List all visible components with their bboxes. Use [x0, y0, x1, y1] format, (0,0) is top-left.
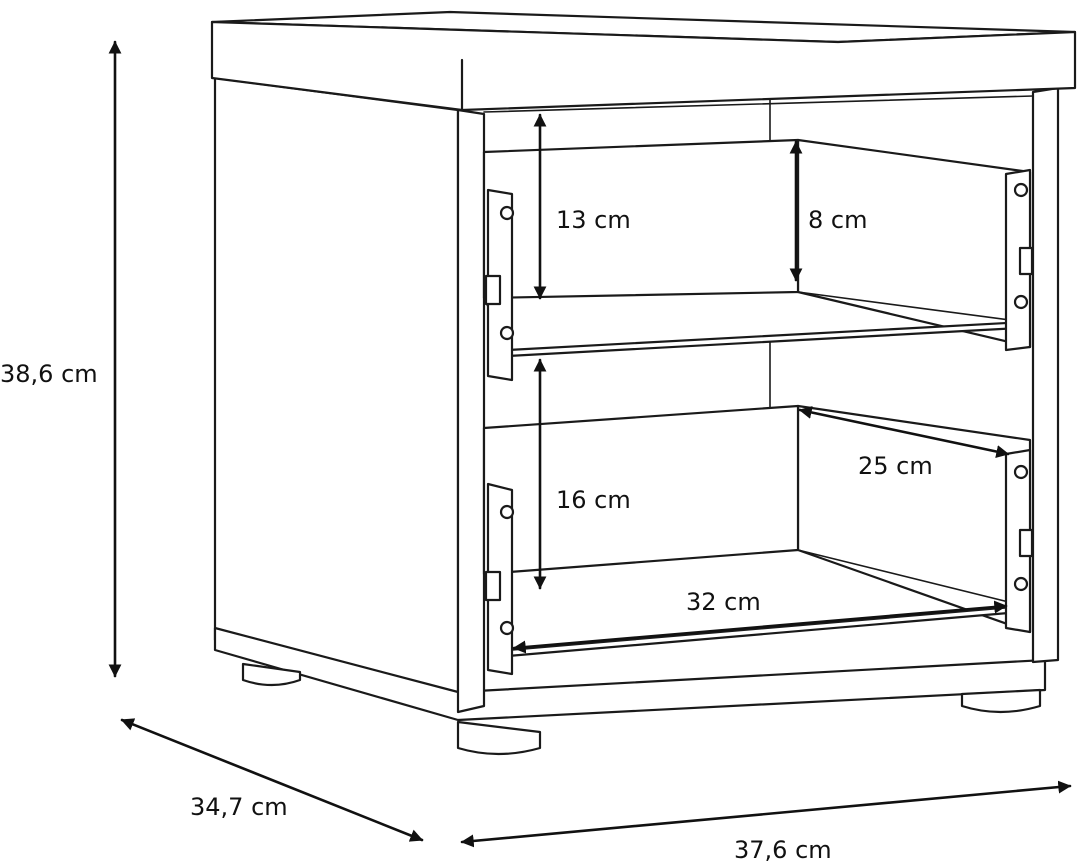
lower-drawer [482, 404, 1034, 676]
foot-back [241, 662, 302, 687]
total-height-label: 38,6 cm [0, 360, 98, 388]
upper-drawer-height-label: 8 cm [808, 206, 867, 234]
upper-drawer-inner [482, 138, 800, 300]
depth-arrow [120, 718, 424, 842]
lower-right-screw-bottom [1013, 576, 1029, 592]
upper-right-clip [1018, 246, 1034, 276]
upper-drawer-side [796, 138, 1032, 349]
lower-drawer-floor-edge [797, 549, 1026, 607]
drawer-depth-label: 25 cm [858, 452, 933, 480]
drawer-depth-arrow [798, 406, 1010, 458]
foot-right [960, 688, 1042, 714]
lower-drawer-bottom [506, 604, 1027, 658]
left-inner-panel [456, 108, 486, 714]
upper-inner-height-label: 13 cm [556, 206, 631, 234]
width-label: 37,6 cm [734, 836, 832, 864]
upper-left-screw-bottom [499, 325, 515, 341]
upper-left-screw-top [499, 205, 515, 221]
drawer-width-label: 32 cm [686, 588, 761, 616]
depth-label: 34,7 cm [190, 793, 288, 821]
top-board-bottom-edge [211, 77, 463, 111]
left-side-panel [213, 76, 460, 714]
upper-drawer [482, 138, 1034, 382]
upper-drawer-bottom [506, 320, 1027, 358]
width-arrow [460, 780, 1072, 848]
upper-left-clip [484, 274, 502, 306]
lower-left-screw-bottom [499, 620, 515, 636]
lower-left-screw-top [499, 504, 515, 520]
lower-right-clip [1018, 528, 1034, 558]
lower-inner-height-label: 16 cm [556, 486, 631, 514]
cabinet [210, 10, 1077, 756]
upper-drawer-floor-edge [797, 291, 1026, 323]
upper-right-screw-top [1013, 182, 1029, 198]
drawer-width-arrow [512, 600, 1008, 654]
lower-left-clip [484, 570, 502, 602]
foot-front [456, 720, 542, 756]
upper-right-screw-bottom [1013, 294, 1029, 310]
lower-drawer-inner [482, 404, 800, 576]
inner-top-edge [483, 95, 1034, 113]
lower-right-screw-top [1013, 464, 1029, 480]
right-side-panel [1031, 86, 1060, 664]
